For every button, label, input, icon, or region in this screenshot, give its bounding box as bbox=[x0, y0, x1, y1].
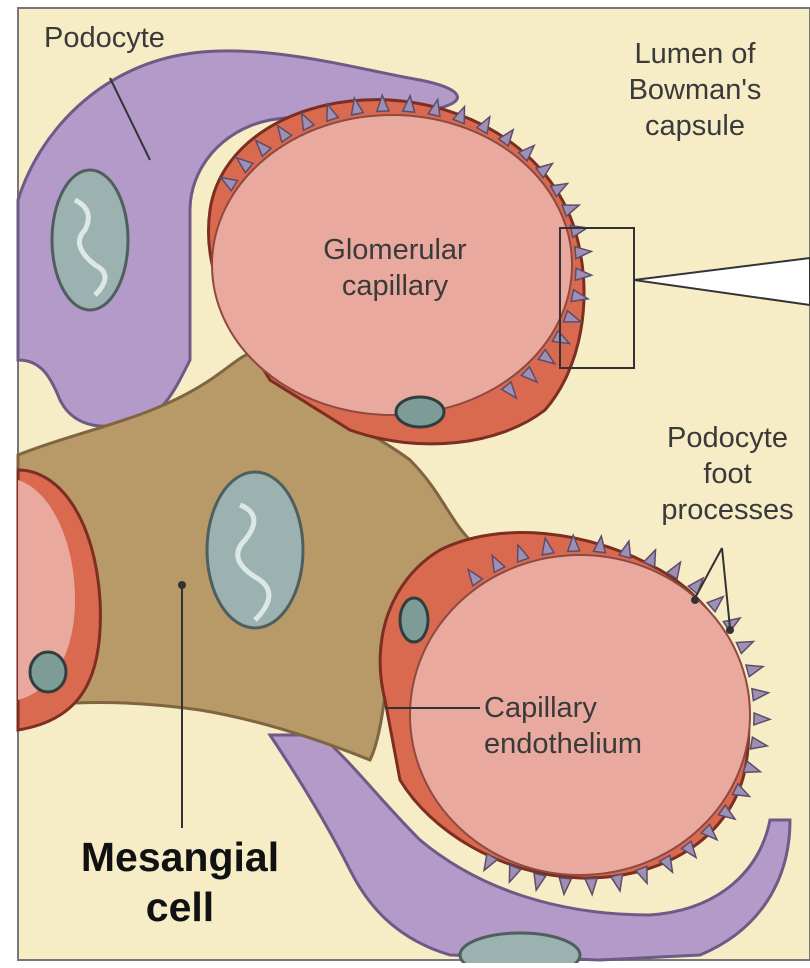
label-lumen-line1: Lumen of bbox=[600, 36, 790, 72]
foot-process-dot-2 bbox=[726, 626, 734, 634]
label-foot-line3: processes bbox=[645, 492, 810, 528]
label-foot-line1: Podocyte bbox=[645, 420, 810, 456]
label-endothelium-line1: Capillary bbox=[484, 690, 642, 726]
label-mesangial-line2: cell bbox=[60, 882, 300, 932]
label-mesangial-line1: Mesangial bbox=[60, 832, 300, 882]
label-glomerular-capillary: Glomerular capillary bbox=[300, 232, 490, 304]
mesangial-nucleus bbox=[207, 472, 303, 628]
endothelial-nucleus-right bbox=[400, 598, 428, 642]
label-lumen-line2: Bowman's bbox=[600, 72, 790, 108]
foot-process-dot-1 bbox=[691, 596, 699, 604]
label-endothelium-line2: endothelium bbox=[484, 726, 642, 762]
label-lumen-bowman-capsule: Lumen of Bowman's capsule bbox=[600, 36, 790, 144]
mesangial-dot bbox=[178, 581, 186, 589]
label-capillary-endothelium: Capillary endothelium bbox=[484, 690, 642, 762]
podocyte-nucleus bbox=[52, 170, 128, 310]
label-lumen-line3: capsule bbox=[600, 108, 790, 144]
endothelial-nucleus-left bbox=[30, 652, 66, 692]
label-podocyte-foot-processes: Podocyte foot processes bbox=[645, 420, 810, 528]
label-foot-line2: foot bbox=[645, 456, 810, 492]
endothelial-nucleus-upper bbox=[396, 397, 444, 427]
label-mesangial-cell: Mesangial cell bbox=[60, 832, 300, 932]
label-glomerular-line1: Glomerular bbox=[300, 232, 490, 268]
label-podocyte: Podocyte bbox=[44, 20, 165, 56]
label-glomerular-line2: capillary bbox=[300, 268, 490, 304]
